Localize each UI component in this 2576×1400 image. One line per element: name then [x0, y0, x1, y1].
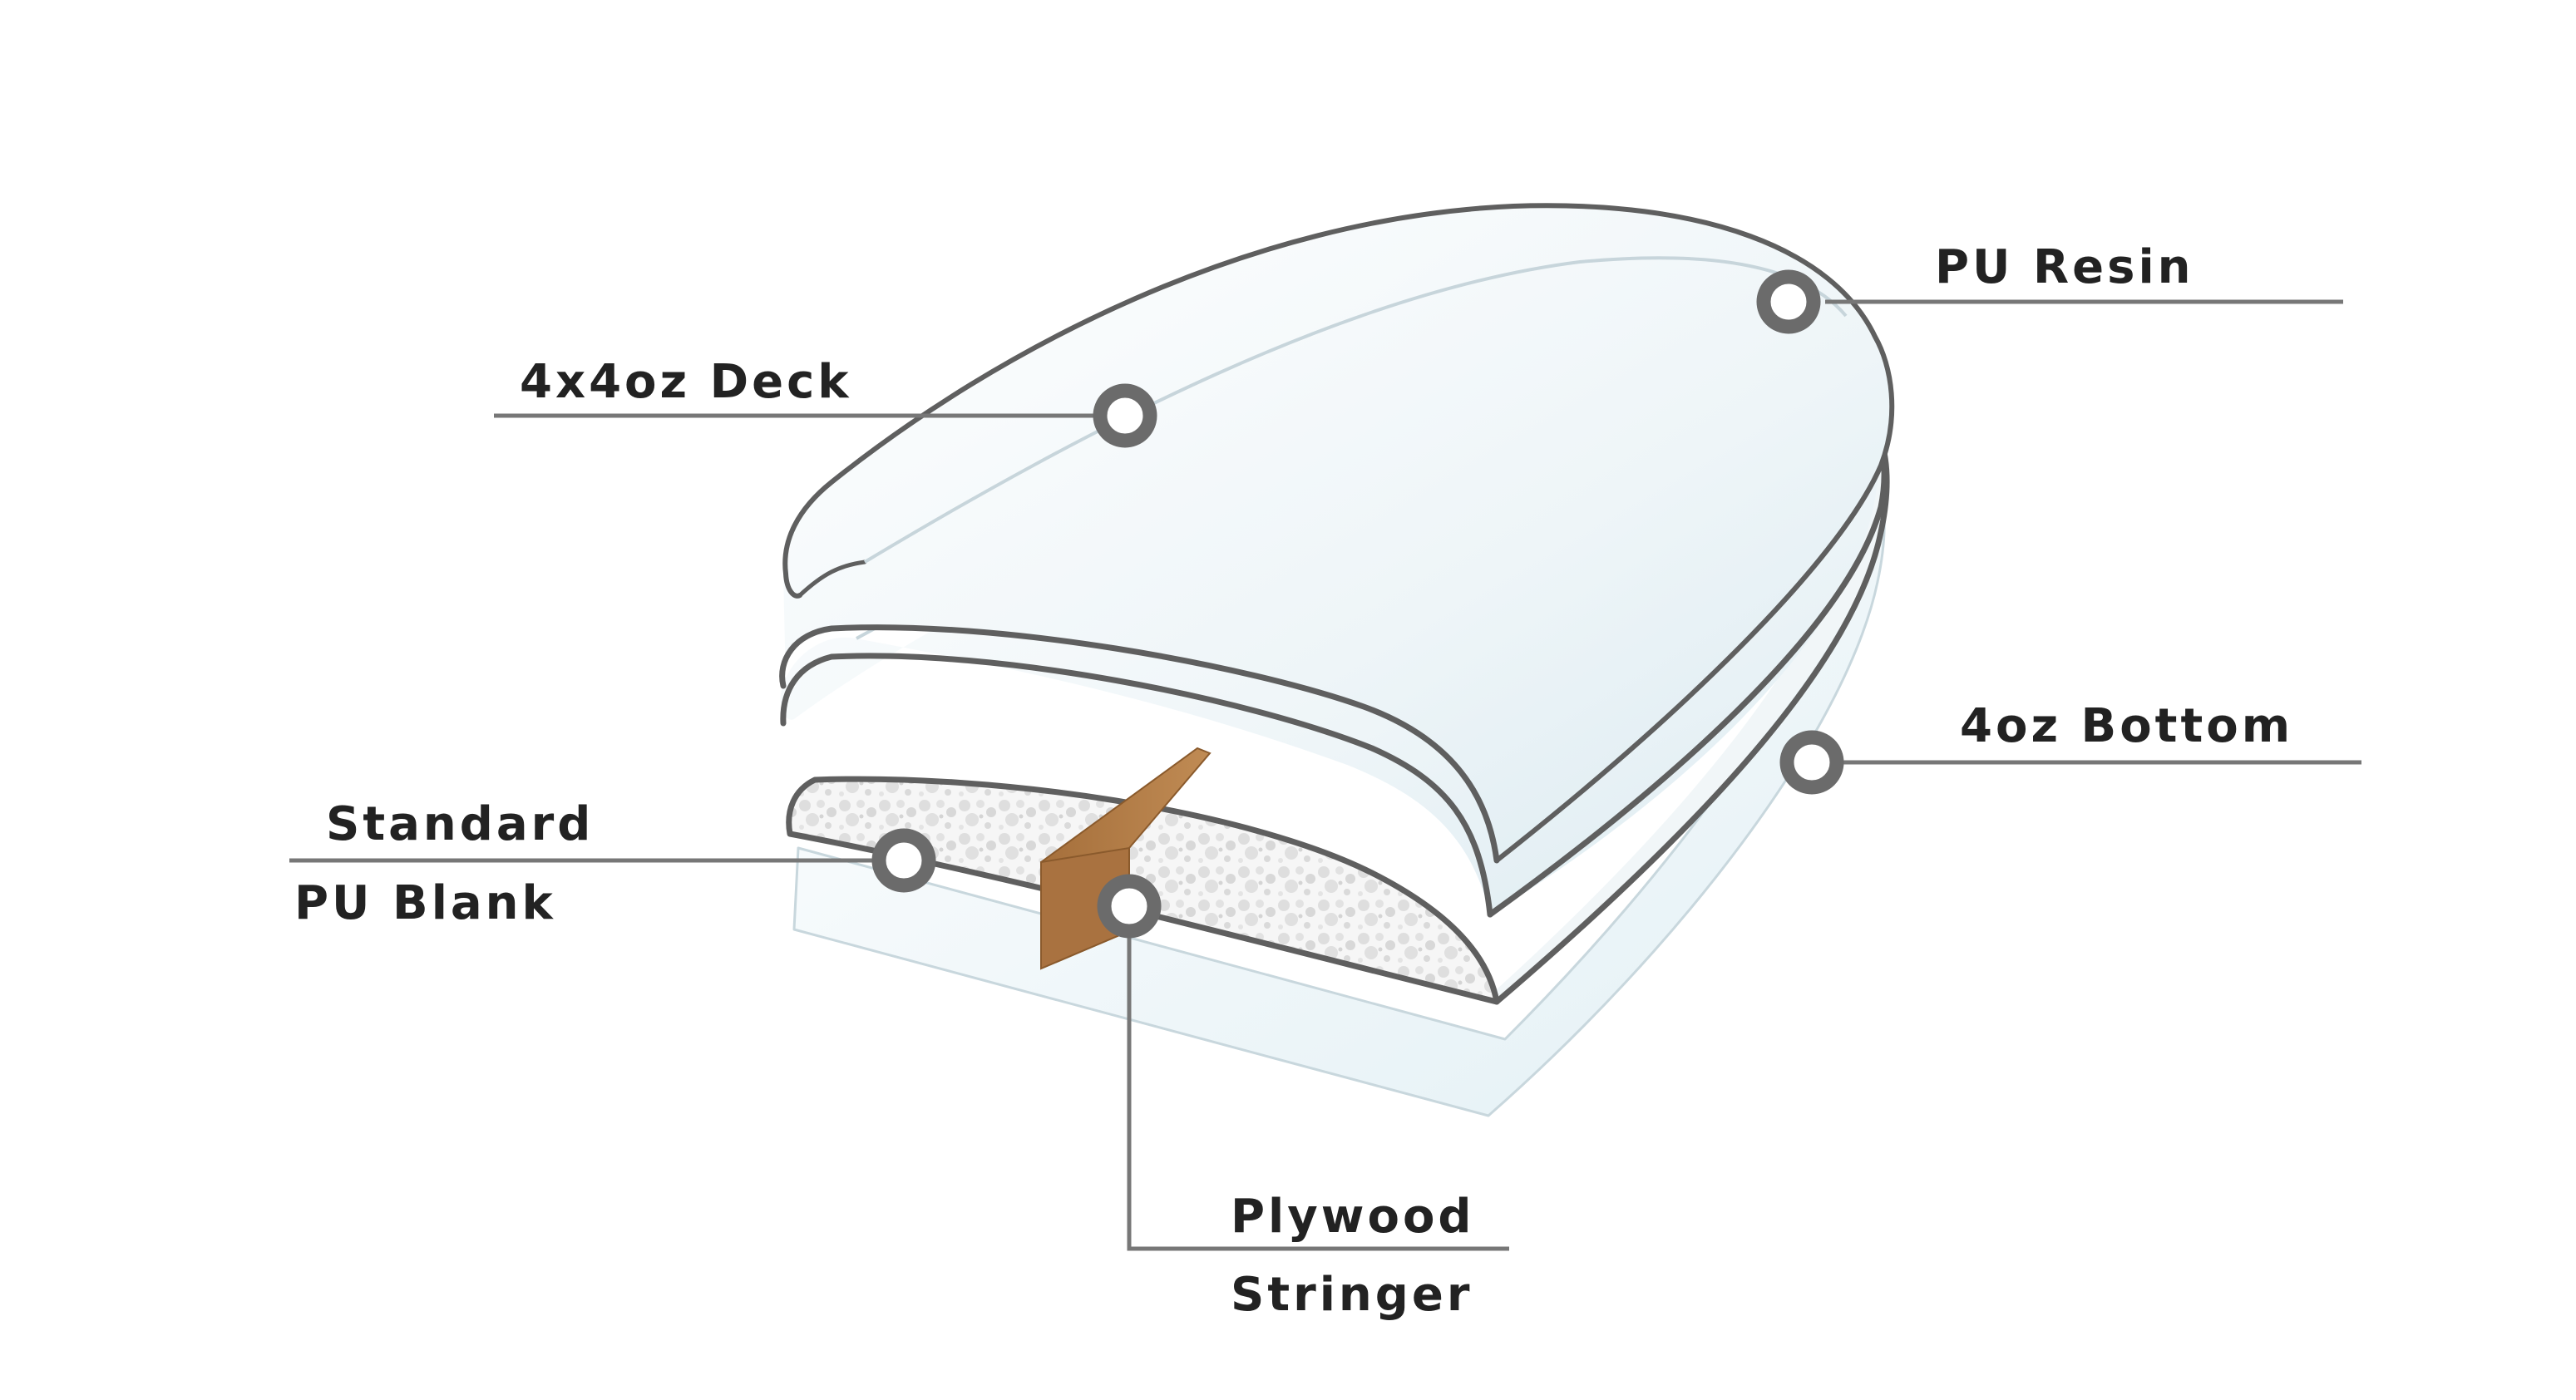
label-stringer-line2: Stringer [1231, 1268, 1473, 1322]
marker-resin [1756, 269, 1821, 334]
label-stringer-line1: Plywood [1231, 1190, 1475, 1244]
marker-deck [1093, 383, 1157, 448]
labels: 4x4oz Deck PU Resin 4oz Bottom Standard … [294, 240, 2293, 1322]
label-resin: PU Resin [1935, 240, 2194, 294]
marker-stringer [1097, 874, 1162, 939]
label-blank-line1: Standard [326, 797, 594, 851]
deck-glass-layer [779, 203, 1895, 864]
label-blank-line2: PU Blank [294, 876, 556, 930]
leader-lines [289, 299, 2361, 1251]
leader-stringer [1127, 906, 1509, 1251]
marker-bottom [1779, 730, 1844, 795]
label-bottom: 4oz Bottom [1960, 699, 2293, 753]
label-deck: 4x4oz Deck [520, 355, 852, 409]
marker-blank [871, 828, 936, 893]
markers [871, 269, 1844, 939]
plywood-stringer [1040, 747, 1212, 970]
